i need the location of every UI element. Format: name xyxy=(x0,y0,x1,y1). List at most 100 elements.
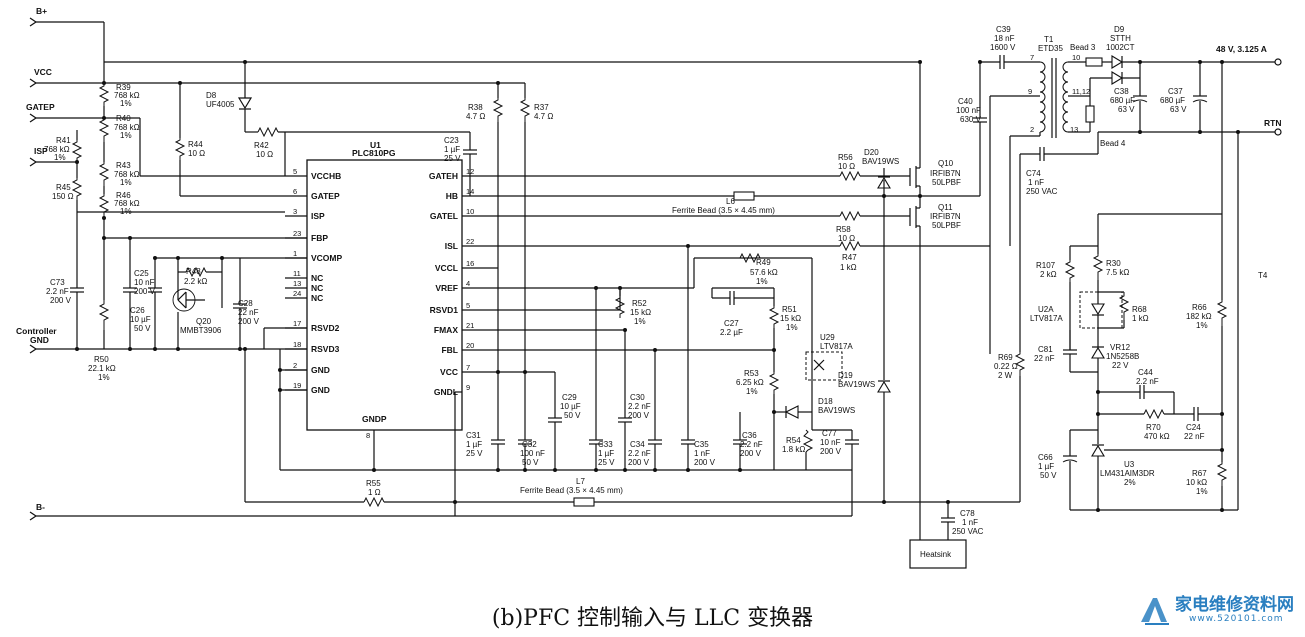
u1-left-pin-number: 23 xyxy=(293,229,301,238)
R56-ref: R56 xyxy=(838,153,853,162)
C37-ref: C37 xyxy=(1168,87,1183,96)
C28-ref: C28 xyxy=(238,299,253,308)
C29-v2: 50 V xyxy=(564,411,581,420)
R48-v1: 2.2 kΩ xyxy=(184,277,207,286)
C32-v1: 100 nF xyxy=(520,449,545,458)
R43-ref: R43 xyxy=(116,161,131,170)
VR12-ref: VR12 xyxy=(1110,343,1131,352)
R55-v1: 1 Ω xyxy=(368,488,381,497)
secondary-feedback xyxy=(1062,213,1238,512)
net-rtn-label: RTN xyxy=(1264,118,1281,128)
C40-ref: C40 xyxy=(958,97,973,106)
Q10-v1: IRFIB7N xyxy=(930,169,961,178)
output-stage xyxy=(1085,55,1282,510)
R49-v2: 1% xyxy=(756,277,768,286)
R44-v1: 10 Ω xyxy=(188,149,205,158)
C77-ref: C77 xyxy=(822,429,837,438)
net-ctrl-gnd-label-2: GND xyxy=(30,335,49,345)
ic-right-wiring xyxy=(453,175,980,516)
R49-ref: R49 xyxy=(756,258,771,267)
u1-left-pin-number: 2 xyxy=(293,361,297,370)
C25-ref: C25 xyxy=(134,269,149,278)
R46-v2: 1% xyxy=(120,207,132,216)
U1-pin8-name: GNDP xyxy=(362,414,387,424)
R49-v1: 57.6 kΩ xyxy=(750,268,778,277)
T1-pin9: 9 xyxy=(1028,87,1032,96)
net-isp-label: ISP xyxy=(34,146,48,156)
R50-v1: 22.1 kΩ xyxy=(88,364,116,373)
u1-left-pin-number: 1 xyxy=(293,249,297,258)
net-bminus-label: B- xyxy=(36,502,45,512)
R41-v1: 768 kΩ xyxy=(44,145,70,154)
u1-right-pin-number: 10 xyxy=(466,207,474,216)
VR12-v2: 22 V xyxy=(1112,361,1129,370)
C32-ref: C32 xyxy=(522,440,537,449)
net-bplus-label: B+ xyxy=(36,6,47,16)
D20-v1: BAV19WS xyxy=(862,157,899,166)
Q20-v1: MMBT3906 xyxy=(180,326,222,335)
C81-ref: C81 xyxy=(1038,345,1053,354)
net-isp: ISP xyxy=(29,146,77,167)
C40-v2: 630 V xyxy=(960,115,982,124)
C28-v1: 22 nF xyxy=(238,308,259,317)
C74-v2: 250 VAC xyxy=(1026,187,1058,196)
u1-right-pin-number: 16 xyxy=(466,259,474,268)
C33-v2: 25 V xyxy=(598,458,615,467)
R58-ref: R58 xyxy=(836,225,851,234)
C34-v2: 200 V xyxy=(628,458,650,467)
U3-v1: LM431AIM3DR xyxy=(1100,469,1155,478)
R45-ref: R45 xyxy=(56,183,71,192)
C36-v2: 200 V xyxy=(740,449,762,458)
gatep-network xyxy=(104,60,470,197)
current-sense xyxy=(909,246,1026,569)
R67-v2: 1% xyxy=(1196,487,1208,496)
R46-v1: 768 kΩ xyxy=(114,199,140,208)
U29-ref: U29 xyxy=(820,333,835,342)
u1-left-pin-number: 11 xyxy=(293,269,301,278)
R50-ref: R50 xyxy=(94,355,109,364)
R44-ref: R44 xyxy=(188,140,203,149)
R67-v1: 10 kΩ xyxy=(1186,478,1207,487)
net-controller-gnd: Controller GND xyxy=(16,326,104,354)
R43-v2: 1% xyxy=(120,178,132,187)
C39-v2: 1600 V xyxy=(990,43,1016,52)
C39-v1: 18 nF xyxy=(994,34,1015,43)
C30-ref: C30 xyxy=(630,393,645,402)
C34-ref: C34 xyxy=(630,440,645,449)
watermark-url: www.520101.com xyxy=(1189,614,1284,624)
bead3-label: Bead 3 xyxy=(1070,43,1096,52)
T1-v1: ETD35 xyxy=(1038,44,1063,53)
C40-v1: 100 nF xyxy=(956,106,981,115)
net-bplus: B+ xyxy=(29,6,104,27)
net-vcc: VCC xyxy=(29,67,180,88)
vcc-resistors xyxy=(180,81,531,372)
u1-right-pin-number: 4 xyxy=(466,279,470,288)
R66-v2: 1% xyxy=(1196,321,1208,330)
C26-ref: C26 xyxy=(130,306,145,315)
u1-right-pin-name: HB xyxy=(446,191,458,201)
u1-left-pin-name: VCCHB xyxy=(311,171,341,181)
R70-v1: 470 kΩ xyxy=(1144,432,1170,441)
R53-ref: R53 xyxy=(744,369,759,378)
R54-v1: 1.8 kΩ xyxy=(782,445,805,454)
R39-v1: 768 kΩ xyxy=(114,91,140,100)
R70-ref: R70 xyxy=(1146,423,1161,432)
C77-v2: 200 V xyxy=(820,447,842,456)
Q10-ref: Q10 xyxy=(938,159,954,168)
R107-ref: R107 xyxy=(1036,261,1056,270)
R30-ref: R30 xyxy=(1106,259,1121,268)
T1-pin7: 7 xyxy=(1030,53,1034,62)
C33-ref: C33 xyxy=(598,440,613,449)
C36-v1: 2.2 nF xyxy=(740,440,763,449)
L6-ref: L6 xyxy=(726,197,735,206)
C30-v2: 200 V xyxy=(628,411,650,420)
C27-ref: C27 xyxy=(724,319,739,328)
T1-pin10: 10 xyxy=(1072,53,1080,62)
u1-right-pin-name: GNDL xyxy=(434,387,458,397)
ground-returns xyxy=(243,347,1020,516)
R38-ref: R38 xyxy=(468,103,483,112)
half-bridge xyxy=(839,60,991,540)
C74-v1: 1 nF xyxy=(1028,178,1044,187)
